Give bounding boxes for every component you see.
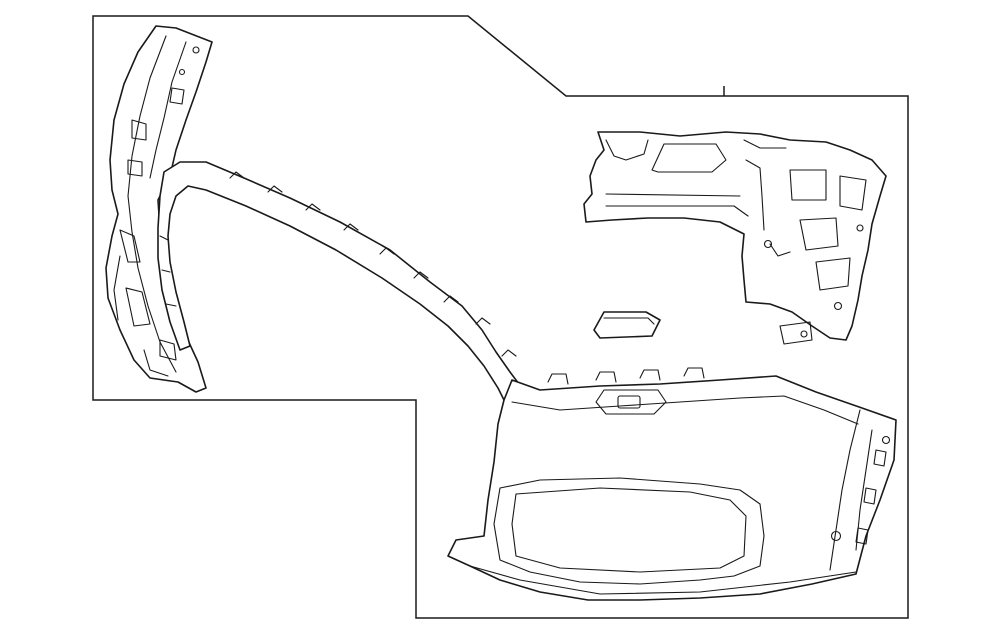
bumper-cover (448, 368, 896, 600)
assembly-frame (93, 16, 908, 618)
tow-hook-cap (594, 312, 660, 338)
upper-retainer-strip (158, 162, 526, 404)
reinforcement-bracket (584, 132, 886, 344)
side-guide-bracket (106, 26, 212, 392)
